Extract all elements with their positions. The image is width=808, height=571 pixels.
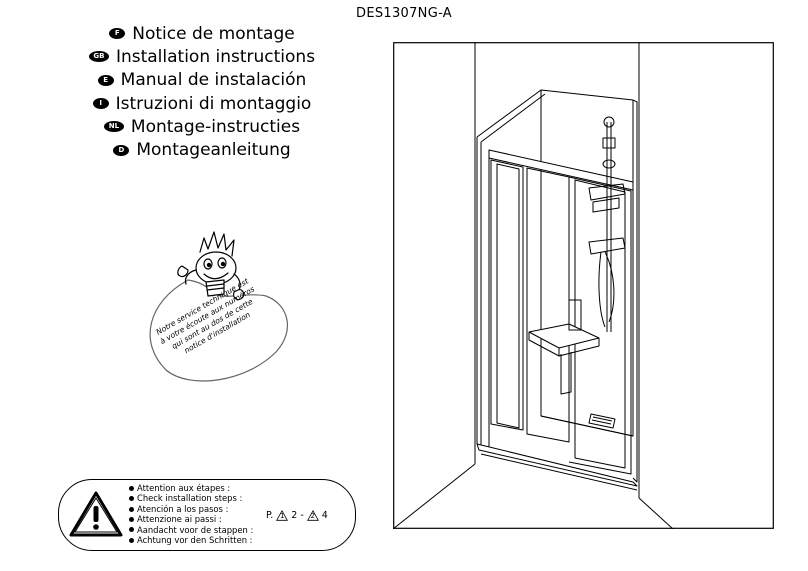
bullet-icon: [129, 506, 134, 512]
title-text: Manual de instalación: [120, 70, 307, 91]
lang-badge-nl: NL: [103, 121, 124, 133]
lang-badge-i: I: [92, 98, 109, 110]
shower-cabin-illustration: [393, 42, 774, 529]
pages-prefix: P.: [266, 510, 274, 521]
separator: -: [300, 510, 304, 521]
attention-step-it: Attenzione ai passi :: [129, 514, 253, 524]
title-text: Montageanleitung: [136, 140, 291, 161]
title-text: Istruzioni di montaggio: [115, 93, 312, 114]
attention-step-gb: Check installation steps :: [129, 493, 253, 503]
warning-triangle-icon: [69, 491, 123, 537]
document-reference: DES1307NG-A: [356, 6, 452, 21]
title-dutch: NL Montage-instructies: [52, 115, 352, 138]
attention-steps-list: Attention aux étapes : Check installatio…: [129, 483, 253, 545]
lightbulb-mascot-icon: [149, 231, 288, 382]
attention-step-es: Atención a los pasos :: [129, 504, 253, 514]
bullet-icon: [129, 516, 134, 522]
lang-badge-e: E: [97, 74, 114, 86]
bullet-icon: [129, 496, 134, 502]
bullet-icon: [129, 537, 134, 543]
title-german: D Montageanleitung: [52, 138, 352, 161]
page-number: 2: [291, 510, 298, 521]
step-triangle-icon: 2: [306, 510, 319, 521]
attention-step-fr: Attention aux étapes :: [129, 483, 253, 493]
title-italian: I Istruzioni di montaggio: [52, 92, 352, 115]
lang-badge-f: F: [109, 28, 126, 40]
page-number: 4: [321, 510, 328, 521]
title-english: GB Installation instructions: [52, 45, 352, 68]
language-title-list: F Notice de montage GB Installation instru…: [52, 22, 352, 162]
step-triangle-icon: 1: [276, 510, 289, 521]
attention-step-de: Achtung vor den Schritten :: [129, 535, 253, 545]
title-text: Notice de montage: [132, 23, 295, 44]
bullet-icon: [129, 527, 134, 533]
lang-badge-d: D: [113, 144, 130, 156]
title-spanish: E Manual de instalación: [52, 69, 352, 92]
bullet-icon: [129, 485, 134, 491]
attention-step-nl: Aandacht voor de stappen :: [129, 525, 253, 535]
title-french: F Notice de montage: [52, 22, 352, 45]
attention-box: [58, 479, 356, 551]
title-text: Montage-instructies: [130, 116, 301, 137]
lang-badge-gb: GB: [88, 51, 109, 63]
title-text: Installation instructions: [115, 46, 316, 67]
